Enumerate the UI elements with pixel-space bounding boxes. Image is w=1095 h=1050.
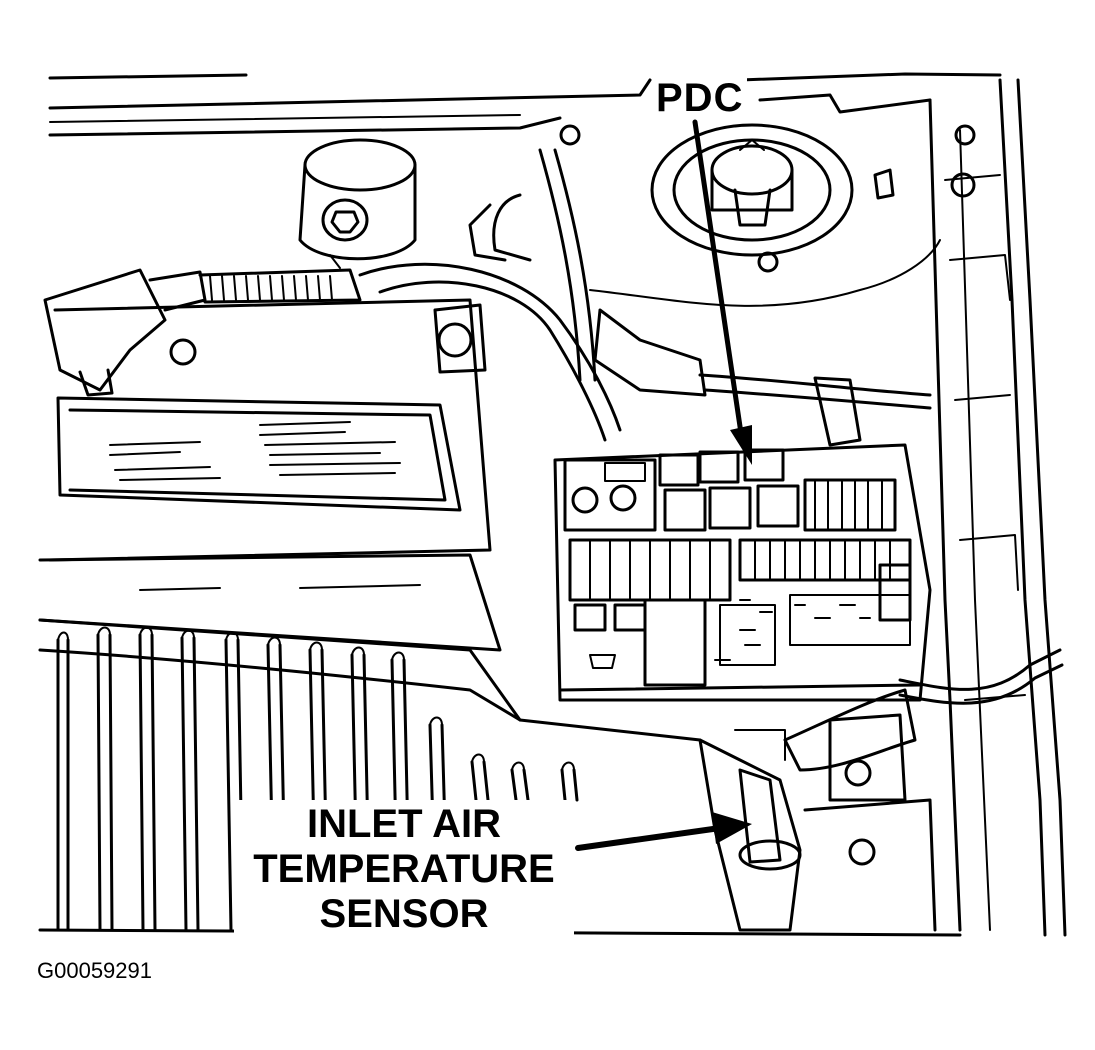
strut-tower: [589, 123, 941, 307]
hoses-and-wiring: [358, 124, 932, 447]
callout-line-3: SENSOR: [319, 892, 489, 936]
pdc-callout-label: PDC: [652, 78, 748, 118]
sensor-leader-arrow: [575, 812, 752, 851]
engine-cover-left: [38, 268, 502, 652]
callout-line-2: TEMPERATURE: [253, 847, 555, 891]
callout-line-1: INLET AIR: [306, 802, 502, 846]
wire-harness-right: [898, 648, 1064, 705]
hood-edge-lines: [48, 72, 1002, 137]
figure-id-label: G00059291: [37, 958, 152, 983]
inlet-air-sensor-assembly: [698, 688, 937, 932]
pdc-leader-arrow: [692, 119, 752, 465]
fluid-reservoir: [298, 138, 417, 269]
inlet-air-temperature-sensor-callout: INLET AIR TEMPERATURE SENSOR: [234, 800, 574, 939]
power-distribution-center: [553, 443, 932, 702]
right-fender-rails: [928, 78, 1067, 937]
